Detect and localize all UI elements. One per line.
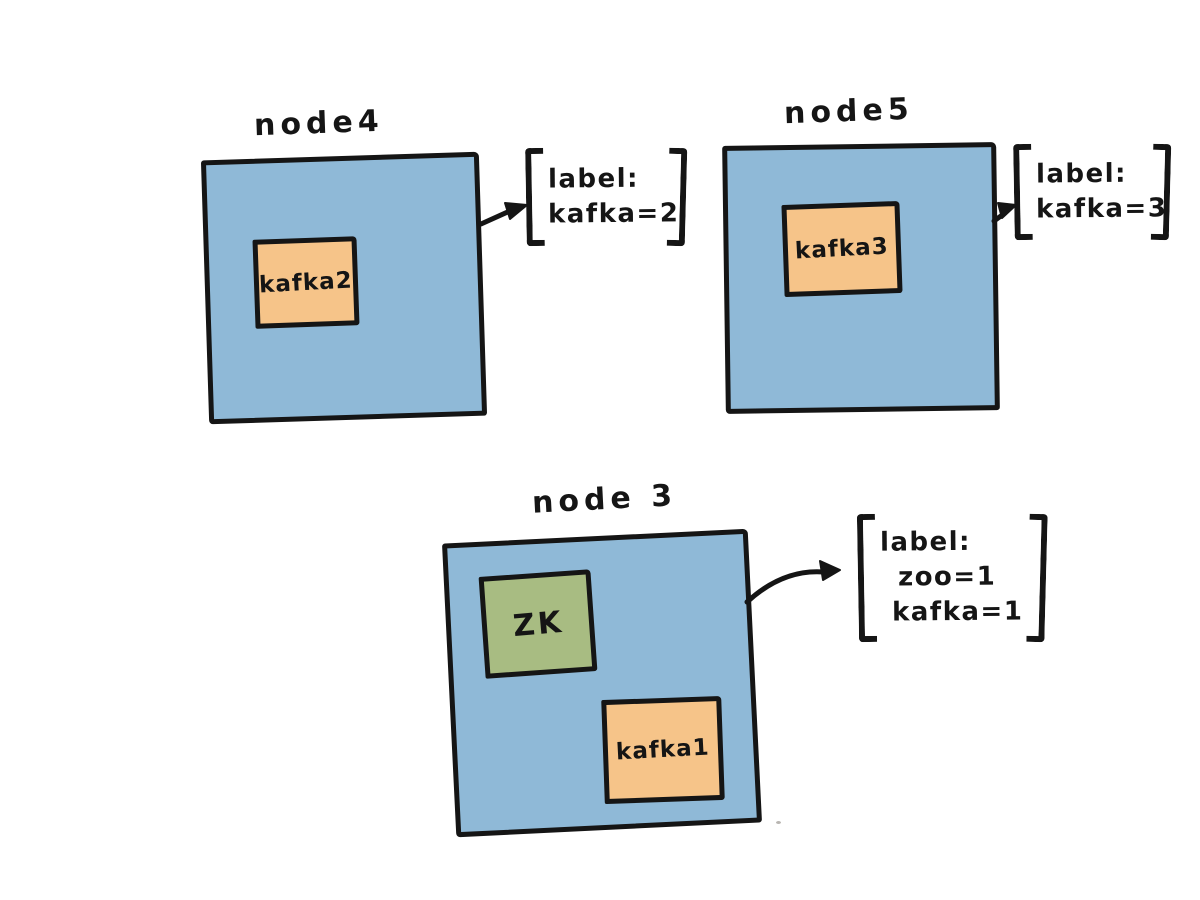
node5-label-annotation: label: kafka=3 xyxy=(1013,143,1172,241)
arrowhead-icon xyxy=(504,202,528,220)
kafka3-pod-label: kafka3 xyxy=(794,233,890,265)
node4-annotation-arrow xyxy=(478,207,515,227)
kafka2-pod-label: kafka2 xyxy=(258,267,354,298)
node3-label-annotation: label: zoo=1 kafka=1 xyxy=(856,513,1048,643)
arrowhead-icon xyxy=(819,560,841,581)
annotation-line: label: xyxy=(879,526,972,558)
zookeeper-pod: ZK xyxy=(478,569,598,679)
annotation-line: kafka=3 xyxy=(1035,193,1168,225)
stray-mark xyxy=(776,821,781,824)
node3-annotation-arrow xyxy=(744,569,827,605)
annotation-line: zoo=1 xyxy=(897,561,997,592)
node5-title: node5 xyxy=(783,91,915,132)
kafka1-pod-label: kafka1 xyxy=(615,734,711,766)
node4-label-annotation: label: kafka=2 xyxy=(525,147,688,247)
zookeeper-pod-label: ZK xyxy=(511,604,565,644)
annotation-line: kafka=2 xyxy=(547,198,680,230)
annotation-line: kafka=1 xyxy=(891,595,1024,628)
kafka2-pod: kafka2 xyxy=(252,236,360,329)
annotation-line: label: xyxy=(1035,158,1128,190)
kafka1-pod: kafka1 xyxy=(601,695,725,805)
node3-title: node 3 xyxy=(531,478,678,521)
annotation-line: label: xyxy=(547,163,640,195)
kafka3-pod: kafka3 xyxy=(781,200,903,298)
node4-title: node4 xyxy=(253,103,385,144)
